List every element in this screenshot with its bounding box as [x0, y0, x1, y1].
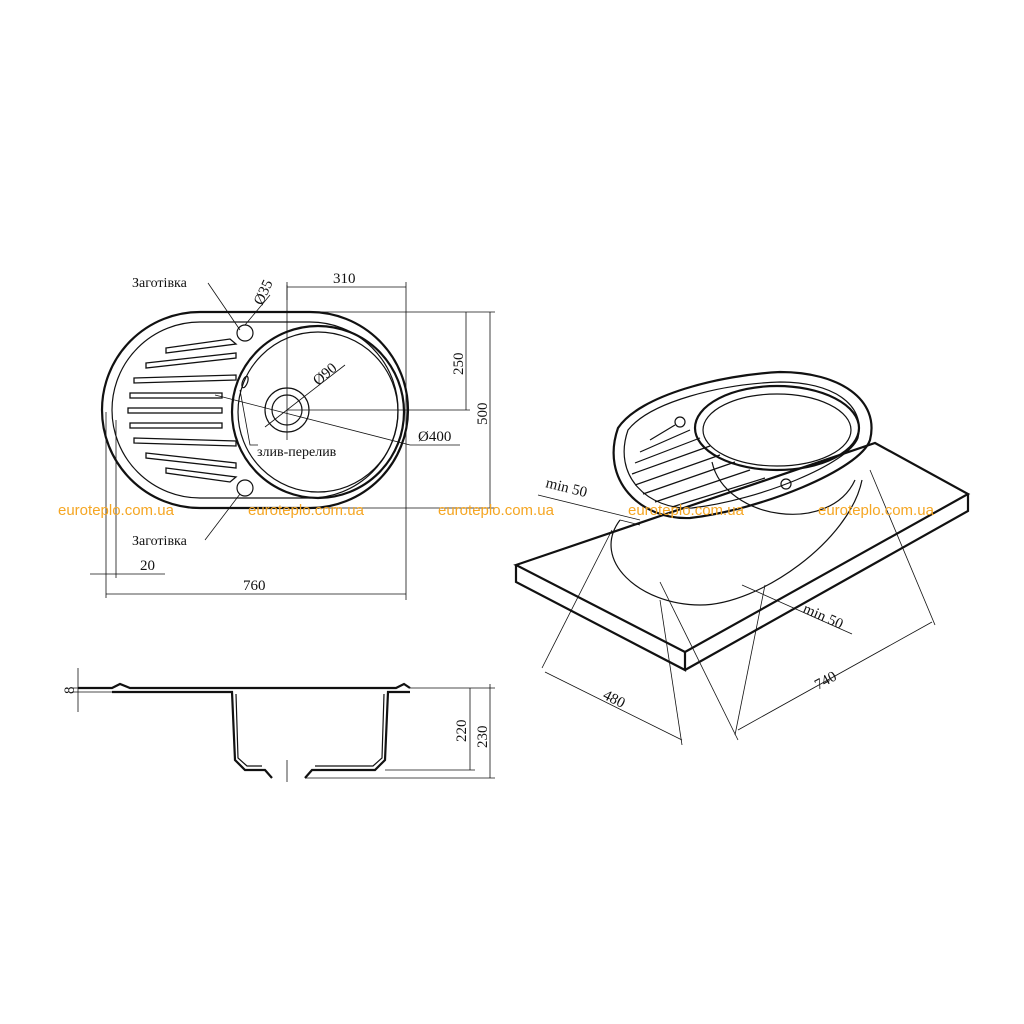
blank-bottom-leader: [204, 493, 241, 541]
dim-740: 740: [812, 669, 839, 694]
drainboard-slot: [145, 452, 237, 469]
hole-diameter-leader: [244, 294, 271, 326]
iso-bowl-body: [711, 461, 856, 515]
dim-480: 480: [600, 687, 627, 711]
watermark-text: euroteplo.com.ua: [628, 502, 745, 519]
countertop-front: [514, 565, 687, 672]
dim-min50-top-ext: [619, 519, 641, 526]
dim-min50-top: min 50: [544, 475, 589, 501]
iso-drainboard-slots: [631, 424, 766, 508]
iso-slot: [654, 469, 751, 503]
sink-profile-inner: [235, 693, 385, 767]
iso-slot: [631, 445, 711, 475]
iso-section-line: [659, 581, 739, 741]
dim-drain-diameter: Ø90: [310, 360, 340, 389]
dim-min50-right: min 50: [800, 601, 845, 633]
drainboard-slot: [129, 392, 223, 399]
dim-740-line: [737, 621, 933, 731]
dim-20: 20: [140, 558, 155, 574]
drainboard-slot: [127, 407, 223, 414]
bowl-diameter-leader: [214, 394, 411, 446]
drain-diameter-leader: [264, 364, 346, 428]
dim-480-line: [544, 671, 683, 741]
iso-slot: [642, 461, 736, 495]
dim-220: 220: [454, 720, 470, 743]
iso-blank-hole: [674, 416, 686, 428]
iso-slot: [634, 454, 721, 486]
countertop-top: [513, 441, 971, 654]
iso-view: min 50 min 50 480 740: [513, 370, 971, 746]
bowl-outer: [230, 324, 406, 500]
watermarks: euroteplo.com.ua euroteplo.com.ua eurote…: [58, 502, 935, 519]
iso-bowl-inner: [702, 393, 852, 467]
drainboard-slot: [133, 437, 237, 447]
iso-slot: [671, 477, 766, 508]
dim-760: 760: [243, 578, 266, 594]
iso-bowl-top: [693, 384, 861, 472]
drainboard-slots: [127, 338, 238, 483]
label-blank-bottom: Заготівка: [132, 534, 188, 549]
dim-500: 500: [475, 403, 491, 426]
iso-sink-rim-outer: [612, 370, 873, 520]
iso-slot: [634, 437, 701, 464]
drainboard-slot: [165, 467, 238, 483]
watermark-text: euroteplo.com.ua: [58, 502, 175, 519]
iso-blank-hole: [780, 478, 792, 490]
dim-hole-diameter: Ø35: [251, 278, 276, 308]
dim-740-ext-b: [869, 469, 936, 626]
dim-250: 250: [451, 353, 467, 376]
top-view: Заготівка Заготівка Ø35 Ø90 Ø400 злив-пе…: [90, 271, 495, 600]
drainboard-slot: [129, 422, 223, 429]
dim-230: 230: [475, 726, 491, 749]
blank-hole-bottom: [236, 479, 254, 497]
dim-min50-right-line: [741, 584, 853, 635]
dim-480-ext-a: [541, 529, 613, 669]
overflow-hole: [241, 375, 249, 389]
dim-min50-top-line: [537, 494, 641, 521]
blank-hole-top: [236, 324, 254, 342]
watermark-text: euroteplo.com.ua: [818, 502, 935, 519]
blank-top-leader: [207, 282, 241, 331]
drainboard-slot: [133, 374, 237, 384]
watermark-text: euroteplo.com.ua: [438, 502, 555, 519]
countertop-side: [684, 494, 970, 671]
label-blank-top: Заготівка: [132, 276, 188, 291]
overflow-leader: [239, 389, 258, 446]
bowl-inner: [237, 331, 399, 493]
drainboard-slot: [165, 338, 238, 354]
label-overflow: злив-перелив: [257, 445, 337, 460]
side-view: 8 220 230: [62, 668, 495, 782]
dim-480-ext-b: [659, 599, 683, 746]
dim-310: 310: [333, 271, 356, 287]
iso-slot: [639, 429, 691, 453]
dim-740-ext-a: [734, 584, 766, 736]
dim-8: 8: [62, 687, 78, 695]
countertop-cutout: [610, 479, 863, 606]
dim-bowl-diameter: Ø400: [418, 429, 451, 445]
iso-slot: [649, 424, 676, 441]
watermark-text: euroteplo.com.ua: [248, 502, 365, 519]
drainboard-slot: [145, 352, 237, 369]
